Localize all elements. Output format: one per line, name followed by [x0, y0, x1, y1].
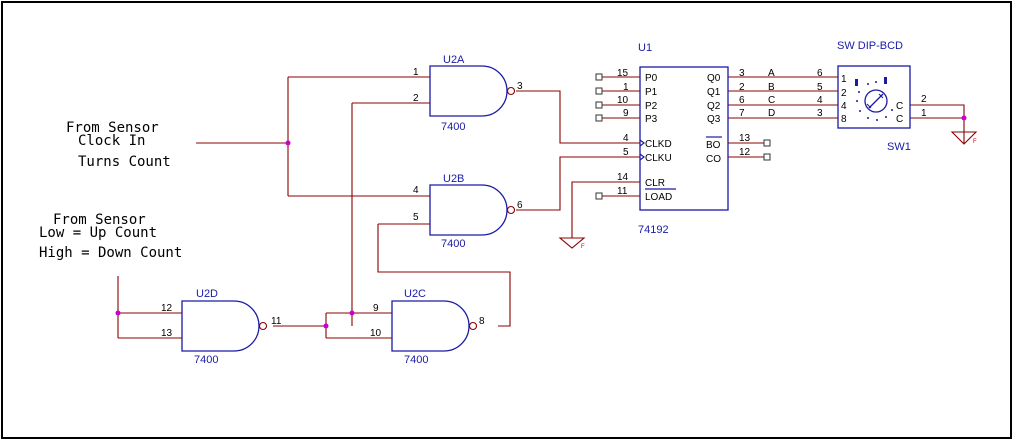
pin-number: 2: [921, 94, 927, 105]
switch-common-label: C: [896, 114, 903, 125]
dir-note-line3: High = Down Count: [39, 245, 182, 261]
ground-label: F: [973, 139, 977, 145]
pin-number: 3: [517, 81, 523, 92]
wire-u2c-out: [377, 224, 511, 327]
net-label-c: C: [768, 95, 775, 106]
pin-number: 1: [413, 67, 419, 78]
counter-ref: U1: [638, 42, 652, 54]
dip-bcd-switch: SW DIP-BCD SW1 6 5 4 3 1 2 4 8 C C 2 1: [817, 40, 927, 153]
clock-note-line3: Turns Count: [78, 154, 171, 170]
ground-symbol-switch: F: [950, 131, 978, 145]
pin-label: CLKU: [645, 153, 672, 164]
pin-number: 15: [617, 68, 629, 79]
pin-label: Q3: [707, 114, 721, 125]
pin-number: 4: [817, 95, 823, 106]
switch-title: SW DIP-BCD: [837, 40, 903, 52]
gate-part: 7400: [194, 354, 218, 366]
gate-part: 7400: [441, 121, 465, 133]
switch-weight: 1: [841, 74, 847, 85]
ground-label: F: [581, 244, 585, 250]
pin-number: 11: [271, 316, 282, 327]
junction-clock: [285, 140, 291, 146]
gate-ref: U2B: [443, 173, 464, 185]
junction-sw-common: [961, 115, 967, 121]
junction-u2d-out: [323, 323, 329, 329]
pin-number: 4: [623, 133, 629, 144]
gate-part: 7400: [404, 354, 428, 366]
pin-label: Q2: [707, 101, 721, 112]
gate-u2b: 4 5 6 U2B 7400: [400, 173, 523, 250]
gate-ref: U2A: [443, 54, 465, 66]
gate-ref: U2D: [196, 288, 218, 300]
pin-label: CO: [706, 154, 721, 165]
pin-number: 13: [161, 328, 173, 339]
pin-number: 4: [413, 185, 419, 196]
pin-label: P2: [645, 101, 658, 112]
wire-clr-ground: [571, 181, 640, 236]
switch-weight: 4: [841, 101, 847, 112]
pin-label: P3: [645, 114, 658, 125]
rotary-dial-icon: [855, 77, 893, 121]
pin-label: CLR: [645, 178, 665, 189]
gate-u2a: 1 2 3 U2A 7400: [400, 54, 523, 133]
pin-number: 11: [617, 186, 628, 197]
pin-label: CLKD: [645, 139, 672, 150]
pin-number: 9: [373, 303, 379, 314]
pin-number: 14: [617, 172, 629, 183]
pin-number: 5: [817, 82, 823, 93]
switch-weight: 2: [841, 88, 847, 99]
pin-number: 2: [413, 93, 419, 104]
pin-number: 12: [161, 303, 173, 314]
dir-note-line1: From Sensor: [53, 212, 146, 228]
counter-u1: U1 74192 15 1 10 9 4 5 14 11 P0: [595, 42, 771, 236]
switch-ref: SW1: [887, 141, 911, 153]
pin-label: BO: [706, 140, 721, 151]
dir-note-line2: Low = Up Count: [39, 225, 157, 241]
gate-u2d: 12 13 11 U2D 7400: [146, 288, 282, 366]
gate-ref: U2C: [404, 288, 426, 300]
junction-u2d-in: [115, 310, 121, 316]
clock-note-line1: From Sensor: [66, 120, 159, 136]
gate-part: 7400: [441, 238, 465, 250]
pin-label: Q0: [707, 73, 721, 84]
pin-number: 13: [739, 133, 751, 144]
junction-dir: [349, 310, 355, 316]
pin-number: 5: [413, 212, 419, 223]
wire-sw-pin2: [910, 104, 965, 143]
net-label-d: D: [768, 108, 775, 119]
pin-label: LOAD: [645, 192, 672, 203]
clock-note-line2: Clock In: [78, 133, 145, 149]
net-label-b: B: [768, 82, 775, 93]
pin-label: P0: [645, 73, 658, 84]
pin-number: 2: [739, 82, 745, 93]
pin-number: 6: [817, 68, 823, 79]
pin-number: 10: [370, 328, 382, 339]
ground-symbol-counter: F: [558, 236, 586, 250]
wire-u2a-out: [516, 90, 640, 144]
pin-number: 5: [623, 147, 629, 158]
pin-number: 6: [517, 200, 523, 211]
wire-u2b-out: [516, 156, 640, 211]
pin-number: 10: [617, 95, 629, 106]
net-label-a: A: [768, 68, 775, 79]
pin-number: 9: [623, 108, 629, 119]
pin-number: 3: [817, 108, 823, 119]
pin-number: 6: [739, 95, 745, 106]
switch-weight: 8: [841, 114, 847, 125]
pin-number: 1: [623, 82, 629, 93]
pin-label: Q1: [707, 87, 721, 98]
pin-label: P1: [645, 87, 658, 98]
pin-number: 7: [739, 108, 745, 119]
switch-common-label: C: [896, 101, 903, 112]
pin-number: 1: [921, 108, 927, 119]
pin-number: 8: [479, 316, 485, 327]
pin-number: 12: [739, 147, 751, 158]
pin-number: 3: [739, 68, 745, 79]
gate-u2c: 9 10 8 U2C 7400: [362, 288, 485, 366]
counter-part: 74192: [638, 224, 669, 236]
